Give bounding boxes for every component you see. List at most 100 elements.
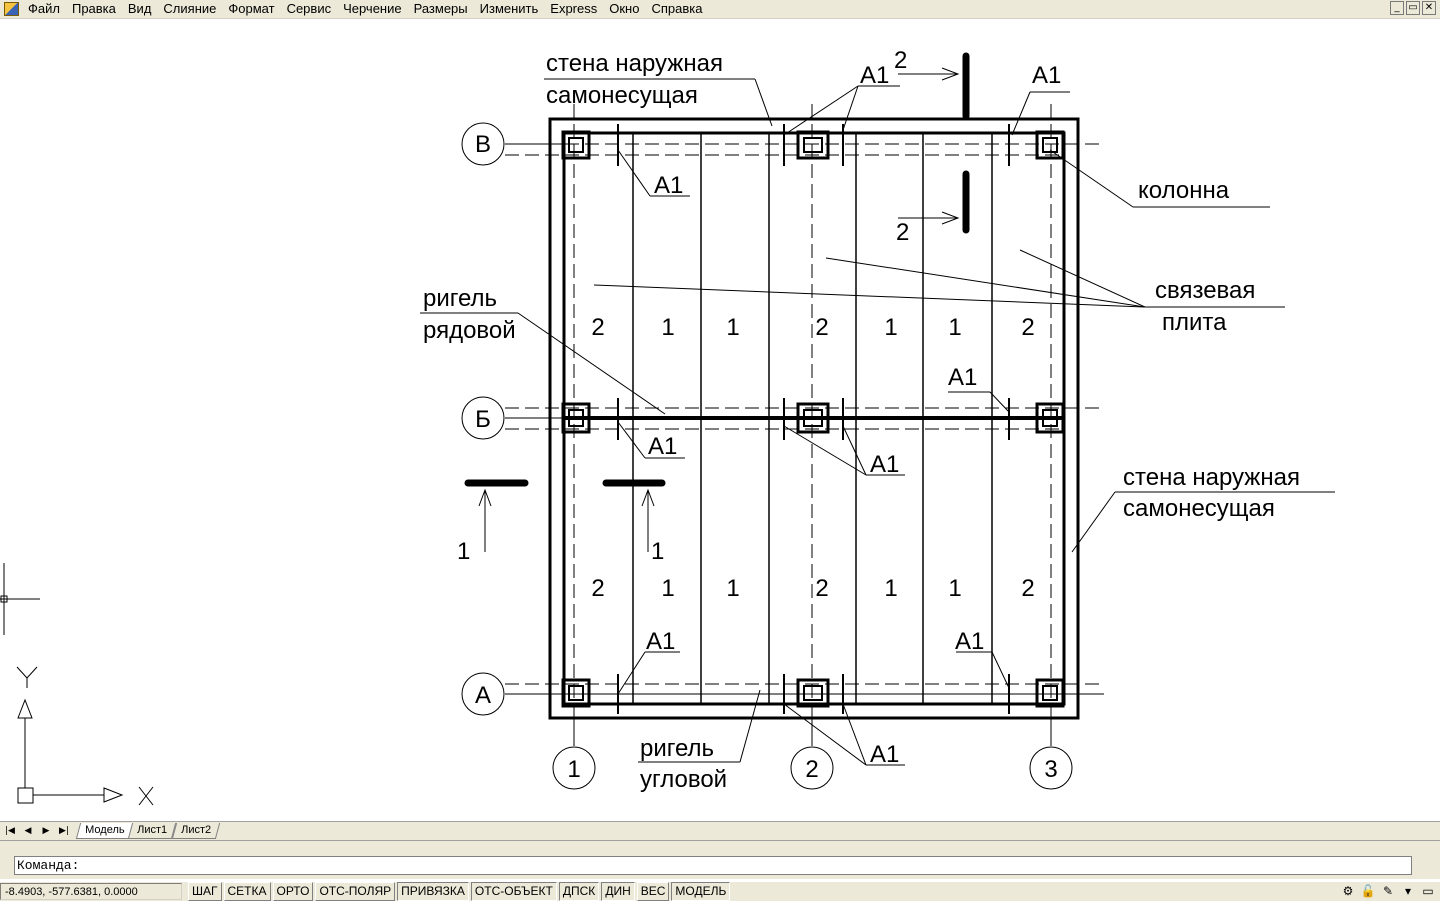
menu-tools[interactable]: Сервис: [286, 1, 332, 16]
status-bar: -8.4903, -577.6381, 0.0000 ШАГ СЕТКА ОРТ…: [0, 881, 1440, 901]
panel-number: 2: [815, 575, 828, 602]
menu-format[interactable]: Формат: [228, 1, 275, 16]
first-tab-button[interactable]: |◀: [5, 826, 15, 836]
menu-bar: Файл Правка Вид Слияние Формат Сервис Че…: [0, 0, 1440, 19]
coordinates-readout: -8.4903, -577.6381, 0.0000: [0, 883, 182, 900]
label-a1: А1: [955, 628, 984, 655]
label-a1: А1: [948, 364, 977, 391]
label-wall-right-1: стена наружная: [1123, 464, 1300, 491]
label-slab-1: связевая: [1155, 277, 1255, 304]
comm-center-icon[interactable]: ⚙: [1342, 884, 1354, 898]
columns: [561, 130, 1065, 708]
ucs-icon: [16, 666, 154, 806]
section-label: 1: [651, 538, 664, 565]
label-a1: А1: [860, 62, 889, 89]
dyn-toggle[interactable]: ДИН: [601, 882, 635, 901]
ortho-toggle[interactable]: ОРТО: [272, 882, 314, 901]
menu-edit[interactable]: Правка: [71, 1, 116, 16]
grid-toggle[interactable]: СЕТКА: [223, 882, 271, 901]
label-wall-top-1: стена наружная: [546, 50, 723, 77]
panel-number: 1: [661, 575, 674, 602]
axis-label: 3: [1044, 756, 1057, 783]
menu-draw[interactable]: Черчение: [343, 1, 402, 16]
label-a1: А1: [870, 741, 899, 768]
label-wall-right-2: самонесущая: [1123, 495, 1275, 522]
label-a1: А1: [646, 628, 675, 655]
axis-label: 2: [805, 756, 818, 783]
otrack-toggle[interactable]: ОТС-ОБЪЕКТ: [470, 882, 557, 901]
clean-screen-icon[interactable]: ▭: [1422, 884, 1434, 898]
chevron-down-icon[interactable]: ▾: [1404, 884, 1412, 898]
label-a1: А1: [870, 451, 899, 478]
axis-lines: [505, 143, 1104, 746]
section-label: 2: [894, 47, 907, 74]
ducs-toggle[interactable]: ДПСК: [558, 882, 600, 901]
axis-label: 1: [567, 756, 580, 783]
osnap-toggle[interactable]: ПРИВЯЗКА: [397, 882, 469, 901]
panel-number: 2: [815, 314, 828, 341]
snap-toggle[interactable]: ШАГ: [188, 882, 222, 901]
panel-number: 1: [661, 314, 674, 341]
lock-icon[interactable]: 🔓: [1360, 884, 1376, 898]
panel-numbers-top: 2 1 1 2 1 1 2: [591, 314, 1034, 341]
axis-bubbles: [461, 122, 1073, 790]
status-tray: ⚙ 🔓 ✎ ▾ ▭: [1340, 884, 1436, 899]
tab-model[interactable]: Модель: [75, 823, 134, 839]
panel-numbers-bottom: 2 1 1 2 1 1 2: [591, 575, 1034, 602]
axis-label: Б: [475, 406, 491, 433]
label-slab-2: плита: [1162, 309, 1227, 336]
drawing-canvas[interactable]: стена наружная самонесущая колонна связе…: [0, 19, 1440, 821]
section-label: 2: [896, 219, 909, 246]
panel-number: 2: [591, 575, 604, 602]
crosshair-cursor: [0, 563, 40, 635]
label-beam-corner-2: угловой: [640, 766, 727, 793]
panel-number: 1: [948, 575, 961, 602]
a1-ticks: [617, 124, 1010, 714]
panel-number: 2: [1021, 314, 1034, 341]
command-window: Команда:: [0, 841, 1440, 879]
menu-help[interactable]: Справка: [651, 1, 703, 16]
panel-number: 1: [726, 314, 739, 341]
prev-tab-button[interactable]: ◀: [24, 826, 32, 836]
tab-sheet1[interactable]: Лист1: [128, 823, 177, 839]
minimize-button[interactable]: _: [1390, 1, 1404, 15]
panel-number: 2: [1021, 575, 1034, 602]
window-controls: _ ▭ ✕: [1390, 1, 1436, 15]
menu-modify[interactable]: Изменить: [479, 1, 539, 16]
ucs-y-label: Y: [0, 0, 1, 1]
menu-window[interactable]: Окно: [609, 1, 640, 16]
label-wall-top-2: самонесущая: [546, 82, 698, 109]
section-markers: [464, 52, 970, 552]
axis-dashed-lines: [505, 104, 1104, 745]
panel-number: 1: [726, 575, 739, 602]
label-beam-row-1: ригель: [423, 285, 497, 312]
next-tab-button[interactable]: ▶: [42, 826, 50, 836]
tab-sheet2[interactable]: Лист2: [171, 823, 220, 839]
panel-number: 2: [591, 314, 604, 341]
menu-dimensions[interactable]: Размеры: [413, 1, 468, 16]
label-beam-corner-1: ригель: [640, 735, 714, 762]
section-label: 1: [457, 538, 470, 565]
annotation-icon[interactable]: ✎: [1382, 884, 1394, 898]
menu-express[interactable]: Express: [550, 1, 598, 16]
polar-toggle[interactable]: ОТС-ПОЛЯР: [315, 882, 396, 901]
close-button[interactable]: ✕: [1422, 1, 1436, 15]
menu-file[interactable]: Файл: [28, 1, 60, 16]
floor-plan-drawing: стена наружная самонесущая колонна связе…: [0, 0, 1335, 806]
restore-button[interactable]: ▭: [1406, 1, 1420, 15]
label-beam-row-2: рядовой: [423, 317, 516, 344]
command-input[interactable]: Команда:: [14, 856, 1412, 875]
model-toggle[interactable]: МОДЕЛЬ: [671, 882, 731, 901]
leader-lines: [420, 78, 1335, 766]
menu-view[interactable]: Вид: [127, 1, 152, 16]
axis-label: А: [475, 682, 491, 709]
label-a1: А1: [648, 433, 677, 460]
slab-joints: [632, 133, 993, 704]
label-column: колонна: [1138, 177, 1230, 204]
app-icon[interactable]: [4, 2, 19, 16]
last-tab-button[interactable]: ▶|: [59, 826, 69, 836]
label-a1: А1: [1032, 62, 1061, 89]
axis-label: В: [475, 131, 491, 158]
menu-merge[interactable]: Слияние: [163, 1, 217, 16]
lweight-toggle[interactable]: ВЕС: [636, 882, 670, 901]
